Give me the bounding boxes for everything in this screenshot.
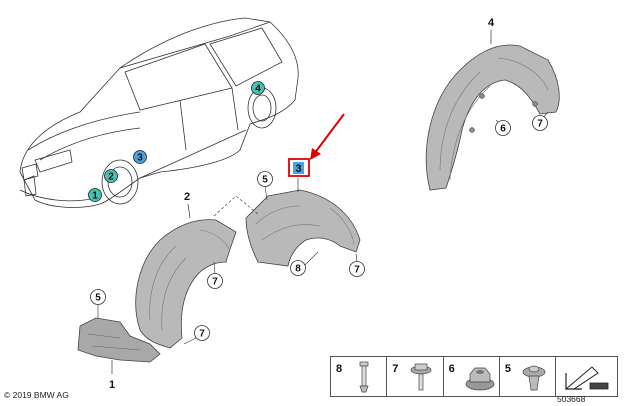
diagram-number: 503668 [557, 394, 586, 404]
legend-item-6: 6 [444, 357, 500, 396]
hex-nut-icon [465, 367, 494, 391]
svg-text:4: 4 [255, 84, 261, 95]
car-callout-4: 4 [251, 81, 265, 95]
legend-number: 5 [504, 363, 512, 375]
part-2-front-wheel-arch-liner [135, 219, 237, 349]
car-callout-2: 2 [104, 169, 118, 183]
svg-text:8: 8 [295, 264, 301, 275]
part-4-wheel-arch-liner [425, 44, 560, 191]
legend-number: 8 [336, 363, 343, 375]
car-callout-1: 1 [88, 188, 102, 202]
callout-7-top: 7 [532, 115, 548, 131]
part-label-4: 4 [488, 17, 495, 29]
expanding-rivet-icon [522, 365, 546, 391]
callout-6: 6 [495, 120, 511, 136]
car-callout-3-highlighted: 3 [133, 150, 147, 164]
car-outline [19, 17, 299, 208]
legend-number: 6 [448, 363, 455, 375]
fastener-legend: 8 7 6 5 [330, 356, 618, 397]
copyright-notice: © 2019 BMW AG [4, 390, 69, 400]
part-label-3: 3 [295, 163, 301, 175]
part-3-wheel-arch-section [245, 189, 361, 267]
red-pointer-arrow [310, 113, 345, 160]
wheel-arch-orientation-arrow-icon [564, 366, 609, 390]
callout-7-middle: 7 [349, 261, 365, 277]
screw-with-washer-icon [410, 363, 432, 391]
svg-text:7: 7 [212, 277, 218, 288]
svg-text:1: 1 [92, 191, 98, 202]
callout-5-left: 5 [90, 289, 106, 305]
svg-text:5: 5 [262, 175, 268, 186]
svg-text:7: 7 [354, 265, 360, 276]
part-1-front-section [77, 317, 161, 363]
svg-text:7: 7 [537, 119, 543, 130]
push-pin-clip-icon [359, 361, 369, 393]
legend-item-5: 5 [500, 357, 557, 396]
part-label-1: 1 [109, 379, 115, 391]
svg-text:2: 2 [108, 172, 114, 183]
svg-text:7: 7 [199, 329, 205, 340]
part-3-highlight-fill [293, 162, 304, 174]
callout-7-left-upper: 7 [207, 273, 223, 289]
svg-text:3: 3 [137, 153, 143, 164]
svg-text:5: 5 [95, 293, 101, 304]
legend-item-7: 7 [387, 357, 444, 396]
legend-item-8: 8 [331, 357, 388, 396]
highlight-box [288, 158, 310, 177]
part-label-2: 2 [184, 191, 190, 203]
legend-number: 7 [392, 363, 399, 375]
callout-7-left-lower: 7 [194, 325, 210, 341]
callout-8: 8 [290, 260, 306, 276]
legend-arrow-cell [556, 357, 617, 396]
svg-text:6: 6 [500, 124, 506, 135]
callout-5-middle: 5 [257, 171, 273, 187]
